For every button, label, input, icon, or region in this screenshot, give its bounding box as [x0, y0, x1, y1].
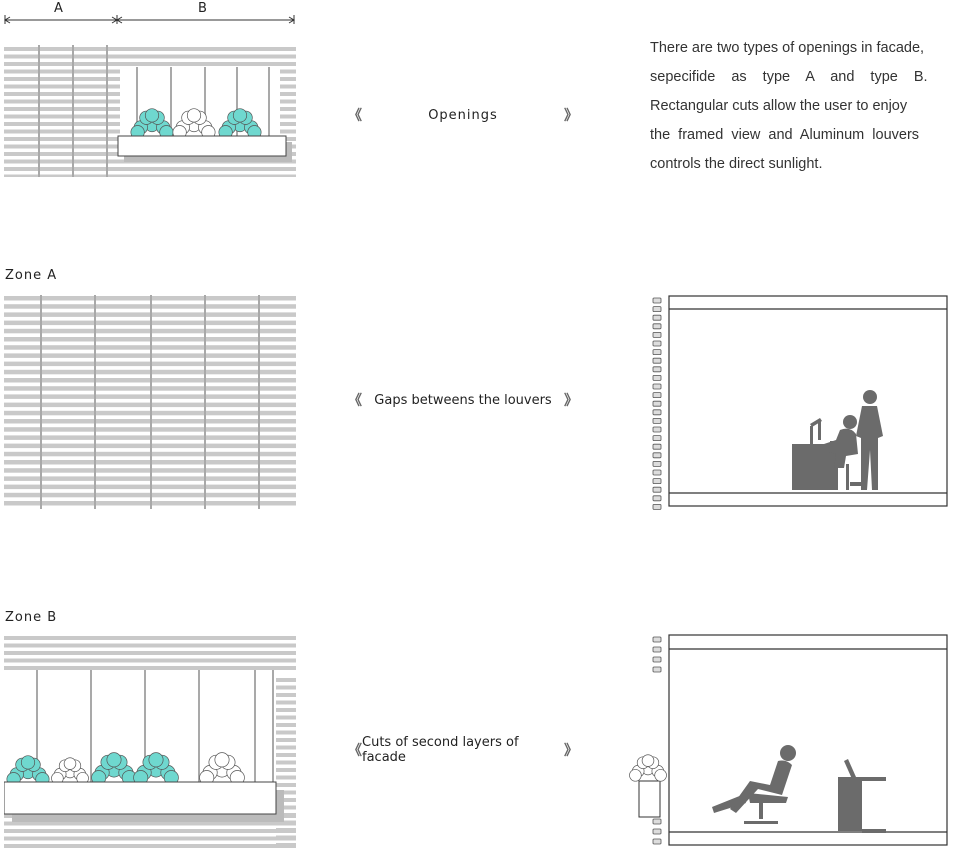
openings-description: There are two types of openings in facad…	[650, 34, 943, 179]
chevron-right-icon[interactable]: 》	[563, 108, 578, 124]
planter-box	[638, 780, 661, 818]
chevron-right-icon[interactable]: 》	[564, 393, 578, 409]
chevron-left-icon[interactable]: 《	[348, 108, 362, 124]
description-line: controls the direct sunlight.	[650, 156, 823, 172]
plant-teal-icon	[6, 755, 50, 787]
plant-outline-icon	[199, 752, 245, 786]
plant-teal-icon	[91, 752, 137, 786]
reclining-person-silhouette	[712, 745, 796, 824]
zone-a-caption-text: Gaps betweens the louvers	[374, 392, 552, 408]
chevron-left-icon[interactable]: 《	[348, 743, 362, 759]
zone-a-section-drawing	[650, 294, 950, 510]
openings-title: Openings	[428, 107, 498, 123]
zone-a-caption: 《 Gaps betweens the louvers 》	[348, 390, 578, 410]
description-line: the framed view and Aluminum louvers	[650, 127, 920, 143]
standing-desk-silhouette	[838, 759, 886, 833]
description-line: There are two types of openings in facad…	[650, 40, 925, 56]
plant-teal-icon	[130, 108, 174, 140]
description-line: sepecifide as type A and type B.	[650, 69, 928, 85]
plant-outline-icon	[51, 757, 89, 785]
zone-b-title: Zone B	[5, 610, 58, 625]
plant-teal-icon	[218, 108, 262, 140]
zone-a-title: Zone A	[5, 268, 58, 283]
dimension-label-a: A	[54, 1, 64, 16]
zone-b-cuts-elevation	[4, 634, 296, 848]
zone-a-louvers-elevation	[4, 295, 296, 509]
chevron-left-icon[interactable]: 《	[348, 393, 362, 409]
openings-facade-drawing	[4, 45, 296, 177]
openings-caption: 《 Openings 》	[348, 105, 578, 125]
dimension-lines	[4, 0, 296, 24]
chevron-right-icon[interactable]: 》	[564, 743, 578, 759]
description-line: Rectangular cuts allow the user to enjoy	[650, 98, 908, 114]
zone-b-caption-text: Cuts of second layers of facade	[362, 735, 519, 765]
plant-teal-icon	[133, 752, 179, 786]
dimension-label-b: B	[198, 1, 208, 16]
seated-person-silhouette	[824, 415, 862, 490]
plant-outline-icon	[629, 754, 667, 782]
standing-person-silhouette	[856, 390, 883, 490]
zone-b-section-drawing	[626, 633, 952, 849]
desk-silhouette	[792, 418, 838, 490]
zone-b-caption: 《 Cuts of second layers of facade 》	[348, 735, 578, 765]
